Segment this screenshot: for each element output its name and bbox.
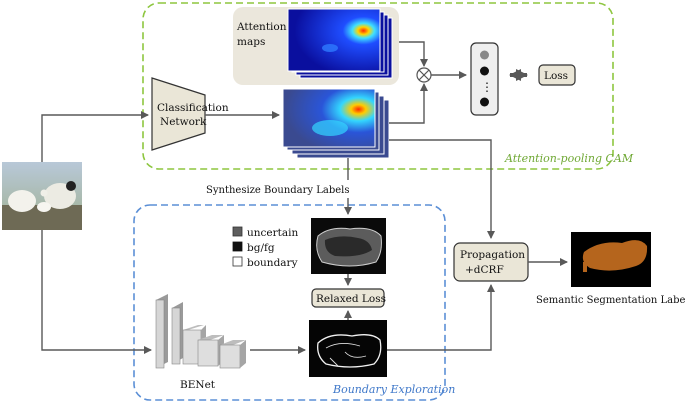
classification-label-1: Classification [157,102,229,114]
classification-label-2: Network [160,116,207,128]
loss-label: Loss [544,70,568,82]
boundary-region-label: Boundary Exploration [332,383,455,396]
input-image [2,162,82,230]
predicted-boundary-image [309,320,387,377]
benet-network [155,294,246,369]
relaxed-loss-label: Relaxed Loss [316,293,386,305]
attention-label-2: maps [237,36,265,48]
legend-boundary-swatch [232,256,243,267]
vector-ellipsis: ⋮ [481,80,493,94]
synthesize-label: Synthesize Boundary Labels [206,185,350,196]
boundary-region [133,204,446,401]
propagation-label-2: +dCRF [465,264,504,276]
segmentation-output [571,232,651,287]
legend-uncertain-label: uncertain [247,227,298,239]
attention-label-1: Attention [236,21,287,33]
cam-region-label: Attention-pooling CAM [504,152,634,165]
benet-label: BENet [180,379,216,391]
legend-bgfg-label: bg/fg [247,242,275,254]
connectors [41,41,568,354]
loss-box [538,64,576,86]
classification-network [151,77,206,151]
synthesized-boundary-image [311,218,386,274]
propagation-label-1: Propagation [460,249,525,261]
legend-uncertain-swatch [232,226,243,237]
relaxed-loss-box [311,288,385,308]
attention-map-stack [287,8,393,79]
semantic-label: Semantic Segmentation Labels [536,295,685,306]
feature-vector [470,42,499,116]
cam-map-stack [282,88,390,159]
legend-bgfg-swatch [232,241,243,252]
cam-region [142,2,614,170]
legend-boundary-label: boundary [247,257,298,269]
